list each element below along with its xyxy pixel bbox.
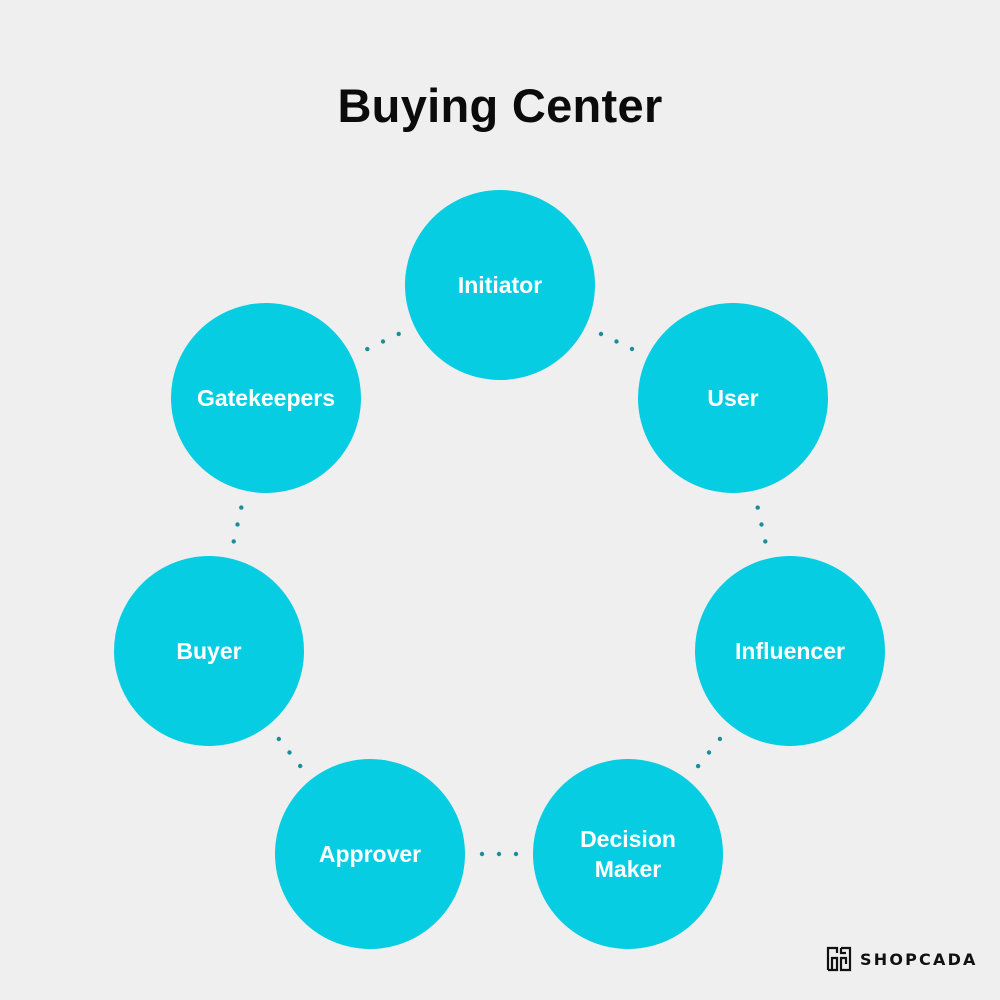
connector-dot	[276, 736, 281, 742]
connector-dot	[239, 505, 244, 510]
connector-dot	[513, 851, 519, 857]
node-user-label: User	[707, 385, 759, 411]
node-buyer-label: Buyer	[176, 638, 242, 664]
node-initiator-label: Initiator	[457, 272, 543, 298]
node-approver: Approver	[275, 759, 465, 949]
connector-dot	[614, 339, 619, 344]
connector-dot	[629, 346, 635, 352]
diagram-title: Buying Center	[337, 79, 663, 132]
connector-dot	[231, 539, 236, 544]
connector-dot	[706, 750, 712, 755]
node-influencer-label: Influencer	[735, 638, 845, 664]
connector-dot	[479, 851, 485, 857]
shopcada-logo-icon	[826, 946, 852, 972]
connector-dot	[755, 505, 760, 510]
node-user: User	[638, 303, 828, 493]
node-gatekeepers: Gatekeepers	[171, 303, 361, 493]
connector-dot	[380, 339, 386, 344]
connector-dot	[717, 736, 723, 742]
connector-dot	[235, 522, 240, 527]
connector-dot	[695, 763, 701, 769]
node-gatekeepers-label: Gatekeepers	[196, 385, 336, 411]
connector-dot	[763, 539, 768, 544]
brand-name: SHOPCADA	[860, 949, 978, 969]
node-buyer: Buyer	[114, 556, 304, 746]
node-approver-label: Approver	[318, 841, 422, 867]
connector-dot	[396, 331, 401, 337]
node-decision-maker-label: Decision Maker	[580, 826, 676, 882]
node-decision-maker: Decision Maker	[533, 759, 723, 949]
connector-dot	[496, 851, 502, 857]
node-initiator: Initiator	[405, 190, 595, 380]
connector-dot	[298, 763, 303, 769]
connector-dot	[759, 522, 764, 527]
brand-mark: SHOPCADA	[826, 944, 978, 974]
node-influencer: Influencer	[695, 556, 885, 746]
connector-dot	[365, 346, 370, 352]
connector-dot	[287, 750, 292, 755]
connector-dot	[598, 331, 604, 337]
